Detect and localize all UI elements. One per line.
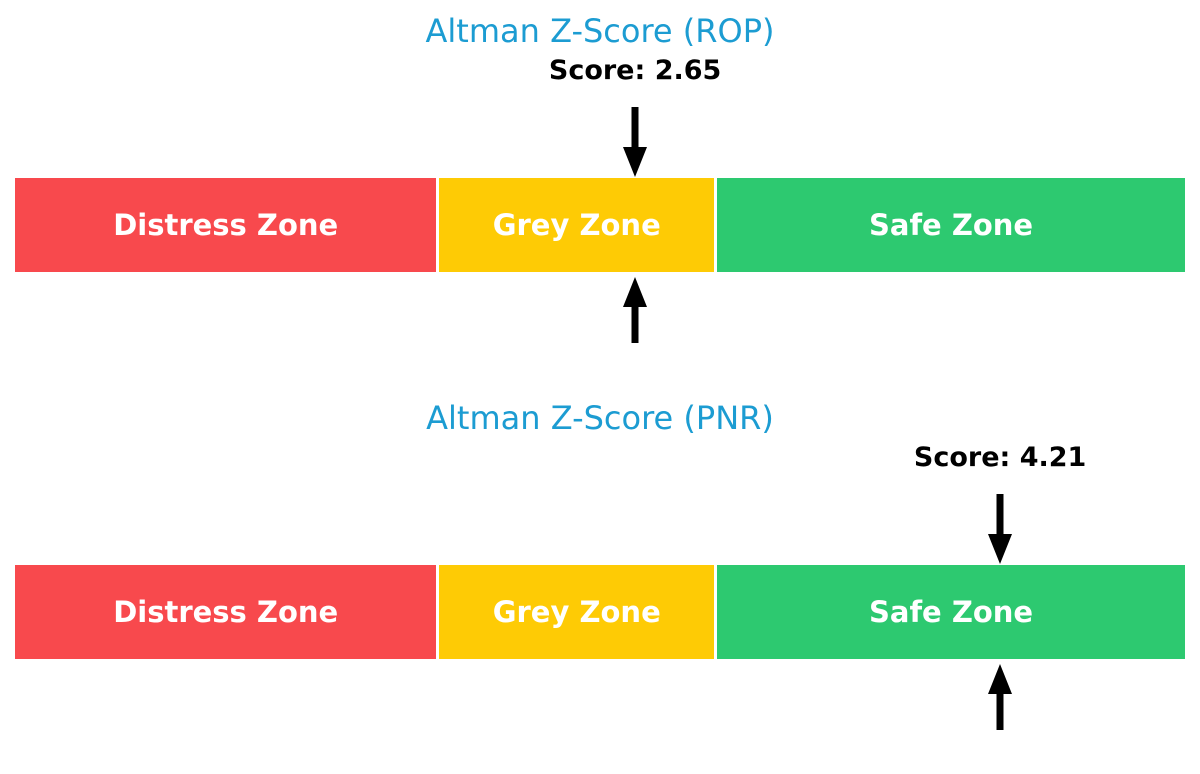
zone-safe: Safe Zone [717,178,1185,272]
score-marker-arrow-down-icon [984,494,1016,564]
zone-label: Distress Zone [113,208,339,242]
chart-pnr: Altman Z-Score (PNR) Score: 4.21 Distres… [15,387,1185,747]
zone-label: Safe Zone [868,208,1034,242]
zone-label: Grey Zone [492,208,661,242]
zone-pointer-arrow-up-icon [984,664,1016,730]
arrow-down-glyph [623,107,648,177]
zone-distress: Distress Zone [15,565,437,659]
zone-bar: Distress Zone Grey Zone Safe Zone [15,178,1185,272]
chart-rop: Altman Z-Score (ROP) Score: 2.65 Distres… [15,0,1185,360]
arrow-down-glyph [988,494,1013,564]
chart-title: Altman Z-Score (ROP) [425,12,775,50]
score-label: Score: 2.65 [548,55,722,86]
zone-safe: Safe Zone [717,565,1185,659]
zone-label: Grey Zone [492,595,661,629]
zone-label: Safe Zone [868,595,1034,629]
zone-pointer-arrow-up-icon [619,277,651,343]
arrow-up-glyph [623,277,648,343]
score-label: Score: 4.21 [913,442,1087,473]
zone-bar: Distress Zone Grey Zone Safe Zone [15,565,1185,659]
zone-grey: Grey Zone [439,565,715,659]
zone-distress: Distress Zone [15,178,437,272]
score-marker-arrow-down-icon [619,107,651,177]
zone-grey: Grey Zone [439,178,715,272]
chart-title: Altman Z-Score (PNR) [426,399,774,437]
zone-label: Distress Zone [113,595,339,629]
arrow-up-glyph [988,664,1013,730]
